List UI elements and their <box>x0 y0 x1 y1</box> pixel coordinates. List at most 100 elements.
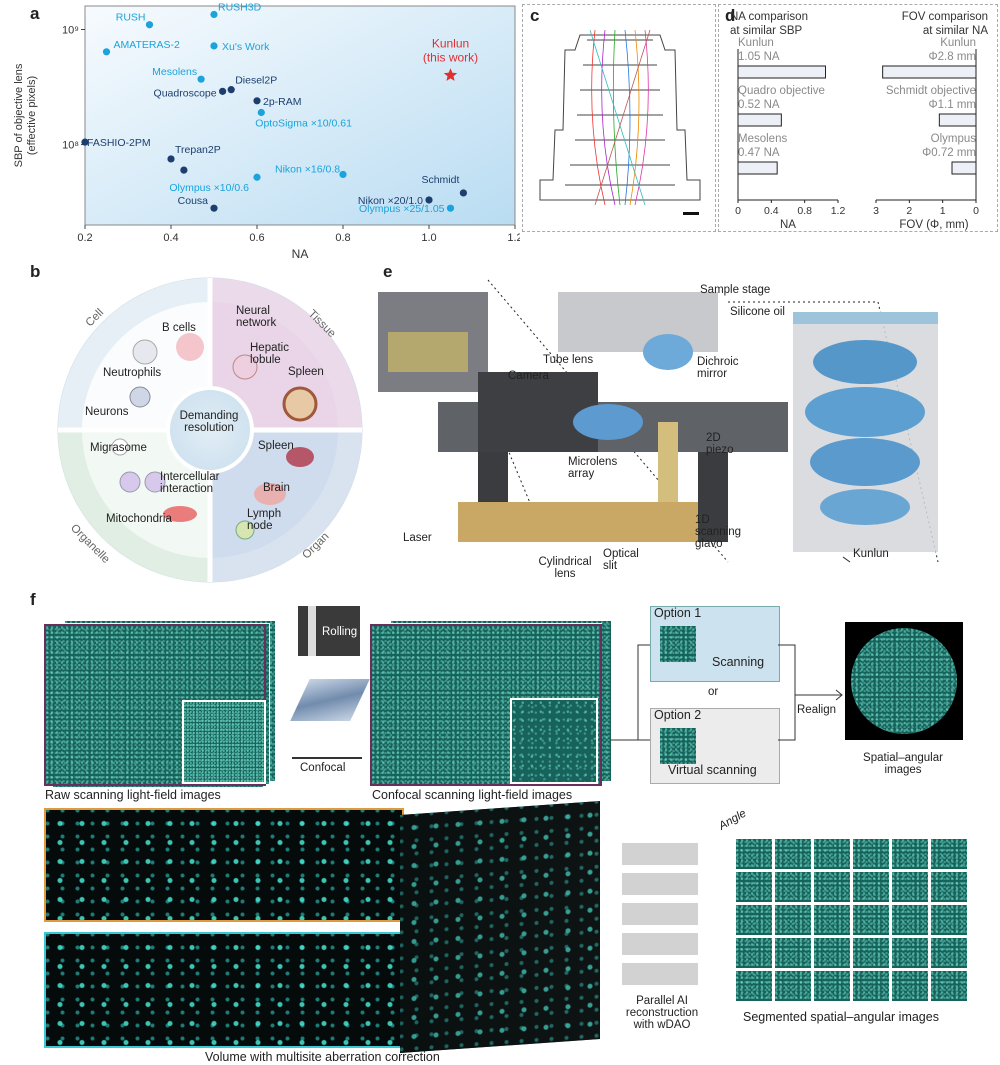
label-spleen-organ: Spleen <box>258 440 294 452</box>
label-cylindrical-lens: Cylindrical lens <box>538 556 592 580</box>
fov-bar <box>882 65 977 79</box>
y-axis-label-line1: SBP of objective lens <box>13 63 25 167</box>
option2-thumb <box>660 728 696 764</box>
x-axis-label: NA <box>292 247 309 260</box>
na-category: Kunlun <box>738 37 774 49</box>
segmented-caption: Segmented spatial–angular images <box>743 1010 939 1024</box>
data-point <box>425 196 433 204</box>
highlight-label: Kunlun <box>432 36 469 50</box>
label-b-cells: B cells <box>162 322 196 334</box>
volume-bottom-row <box>44 932 404 1048</box>
label-tube-lens: Tube lens <box>543 354 594 366</box>
volume-3d <box>400 801 600 1053</box>
option1-thumb <box>660 626 696 662</box>
panel-d-frame <box>718 4 998 232</box>
fov-value-label: Φ1.1 mm <box>928 99 976 111</box>
label-dichroic-mirror: Dichroic mirror <box>697 356 739 380</box>
point-label: FASHIO-2PM <box>87 137 151 149</box>
segmented-tile <box>735 970 773 1002</box>
x-tick-label: 1.2 <box>507 232 520 244</box>
rolling-label: Rolling <box>322 626 358 638</box>
segmented-tile <box>774 904 812 936</box>
or-label: or <box>708 686 719 698</box>
point-label: Nikon ×16/0.8 <box>275 163 340 175</box>
panel-label-c: c <box>530 6 540 25</box>
segmented-tile <box>774 871 812 903</box>
option1-label: Option 1 <box>654 606 702 620</box>
label-brain: Brain <box>263 482 290 494</box>
na-value-label: 1.05 NA <box>738 51 780 63</box>
data-point <box>219 87 227 95</box>
label-neurons: Neurons <box>85 406 129 418</box>
na-tick-label: 0 <box>735 205 741 217</box>
na-bar <box>737 161 778 175</box>
segmented-tile <box>774 838 812 870</box>
label-laser: Laser <box>403 532 432 544</box>
point-label: RUSH3D <box>218 1 262 13</box>
na-bar <box>737 65 826 79</box>
point-label: AMATERAS-2 <box>114 39 180 51</box>
na-tick-label: 0.8 <box>797 205 812 217</box>
label-hepatic-lobule: Hepatic lobule <box>250 342 289 366</box>
point-label: Diesel2P <box>235 75 277 87</box>
lens-ray-diagram <box>539 29 701 215</box>
plot-area <box>84 5 516 226</box>
point-label: Olympus ×10/0.6 <box>169 182 249 194</box>
segmented-tile <box>813 937 851 969</box>
confocal-label: Confocal <box>300 762 346 774</box>
na-tick-label: 1.2 <box>831 205 846 217</box>
x-tick-label: 0.2 <box>77 232 92 244</box>
na-category: Quadro objective <box>738 85 825 97</box>
x-tick-label: 0.6 <box>249 232 264 244</box>
label-neural-network: Neural network <box>236 305 277 329</box>
segmented-tile <box>930 904 968 936</box>
data-point <box>102 48 111 56</box>
data-point <box>339 170 347 179</box>
fov-title-line2: at similar NA <box>923 25 989 37</box>
point-label: OptoSigma ×10/0.61 <box>255 117 352 129</box>
segmented-tile <box>813 838 851 870</box>
confocal-caption: Confocal scanning light-field images <box>372 788 573 802</box>
segmented-tile <box>930 937 968 969</box>
segmented-tile <box>735 838 773 870</box>
fov-bar <box>951 161 977 175</box>
y-axis-label-line2: (effective pixels) <box>26 76 38 155</box>
label-2d-piezo: 2D piezo <box>706 432 734 456</box>
spatial-angular-image <box>845 622 963 740</box>
data-point <box>257 108 265 117</box>
label-migrasome: Migrasome <box>90 442 147 454</box>
point-label: Schmidt <box>421 174 459 186</box>
y-tick-label: 10⁹ <box>62 24 79 36</box>
segmented-tile <box>735 904 773 936</box>
segmented-tile <box>891 904 929 936</box>
data-point <box>167 155 175 163</box>
na-category: Mesolens <box>738 133 787 145</box>
segmented-tile <box>891 871 929 903</box>
point-label: Cousa <box>178 195 209 207</box>
point-label: 2p-RAM <box>263 96 302 108</box>
highlight-star <box>443 68 458 81</box>
angle-label: Angle <box>716 807 749 833</box>
fov-category: Olympus <box>931 133 977 145</box>
label-lymph-node: Lymph node <box>247 508 282 532</box>
fov-category: Schmidt objective <box>886 85 976 97</box>
label-1d-scanning-glavo: 1D scanning glavo <box>695 514 742 550</box>
na-title-line2: at similar SBP <box>730 25 803 37</box>
option2-label: Option 2 <box>654 708 702 722</box>
fov-tick-label: 2 <box>906 205 912 217</box>
realign-label: Realign <box>797 704 836 716</box>
segmented-tile <box>891 970 929 1002</box>
resolution-wheel <box>57 277 363 583</box>
na-bar <box>737 113 782 127</box>
data-point <box>446 204 455 212</box>
fov-value-label: Φ0.72 mm <box>922 147 976 159</box>
option1-scanning: Scanning <box>712 655 765 669</box>
data-point <box>210 204 218 212</box>
connector-lines <box>610 644 843 741</box>
segmented-tile <box>930 970 968 1002</box>
segmented-tile <box>735 871 773 903</box>
na-title-line1: NA comparison <box>730 11 808 23</box>
fov-tick-label: 3 <box>873 205 879 217</box>
spatial-angular-caption: Spatial–angular images <box>863 752 943 776</box>
